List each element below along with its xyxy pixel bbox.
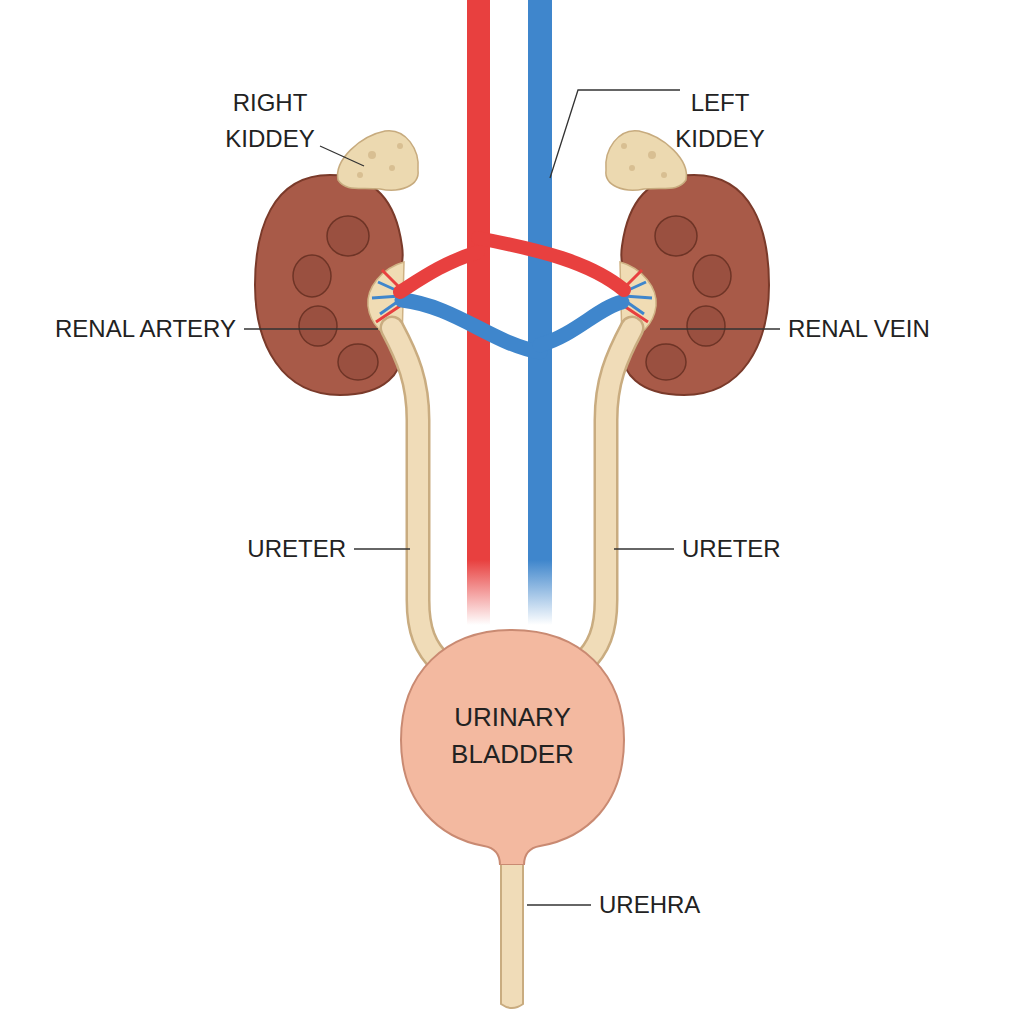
bladder-shape: URINARY BLADDER — [400, 628, 625, 865]
vessel-label: RENAL ARTERY — [55, 311, 236, 347]
leader-line — [614, 548, 674, 549]
renal-artery — [478, 238, 624, 290]
renal-pyramid — [299, 306, 337, 346]
vessel-label: RENAL VEIN — [788, 311, 930, 347]
urethra-label: UREHRA — [599, 887, 700, 923]
ureter-label: URETER — [247, 531, 346, 567]
adrenal-spot — [357, 172, 363, 178]
adrenal-spot — [389, 165, 395, 171]
renal-pyramid — [293, 255, 331, 297]
renal-vein — [540, 302, 622, 345]
leader-line — [527, 904, 591, 905]
renal-pyramid — [327, 216, 369, 256]
leader-line — [244, 328, 378, 329]
organ-label: RIGHT KIDDEY — [210, 85, 330, 157]
renal-vein — [402, 300, 540, 352]
ureter-outline — [582, 328, 632, 664]
organ-label: LEFT KIDDEY — [660, 85, 780, 157]
leader-line — [660, 328, 780, 329]
urethra — [501, 850, 523, 1008]
ureter — [582, 328, 632, 664]
leader-line — [354, 548, 410, 549]
leader-lines — [244, 90, 780, 905]
vena-cava — [528, 0, 552, 625]
ureter-outline — [392, 328, 442, 664]
organ-name: URINARY BLADDER — [428, 699, 598, 773]
adrenal-spot — [368, 151, 376, 159]
adrenal-gland — [338, 131, 419, 190]
adrenal-spot — [397, 143, 403, 149]
node-body: URINARY BLADDER — [400, 628, 625, 865]
bladder-fill — [401, 630, 624, 865]
leader-line — [550, 90, 680, 178]
renal-artery — [400, 252, 478, 292]
aorta — [467, 0, 490, 625]
renal-pyramid — [338, 344, 378, 380]
leader-line — [320, 146, 364, 166]
ureter — [392, 328, 442, 664]
ureter-label: URETER — [682, 531, 781, 567]
